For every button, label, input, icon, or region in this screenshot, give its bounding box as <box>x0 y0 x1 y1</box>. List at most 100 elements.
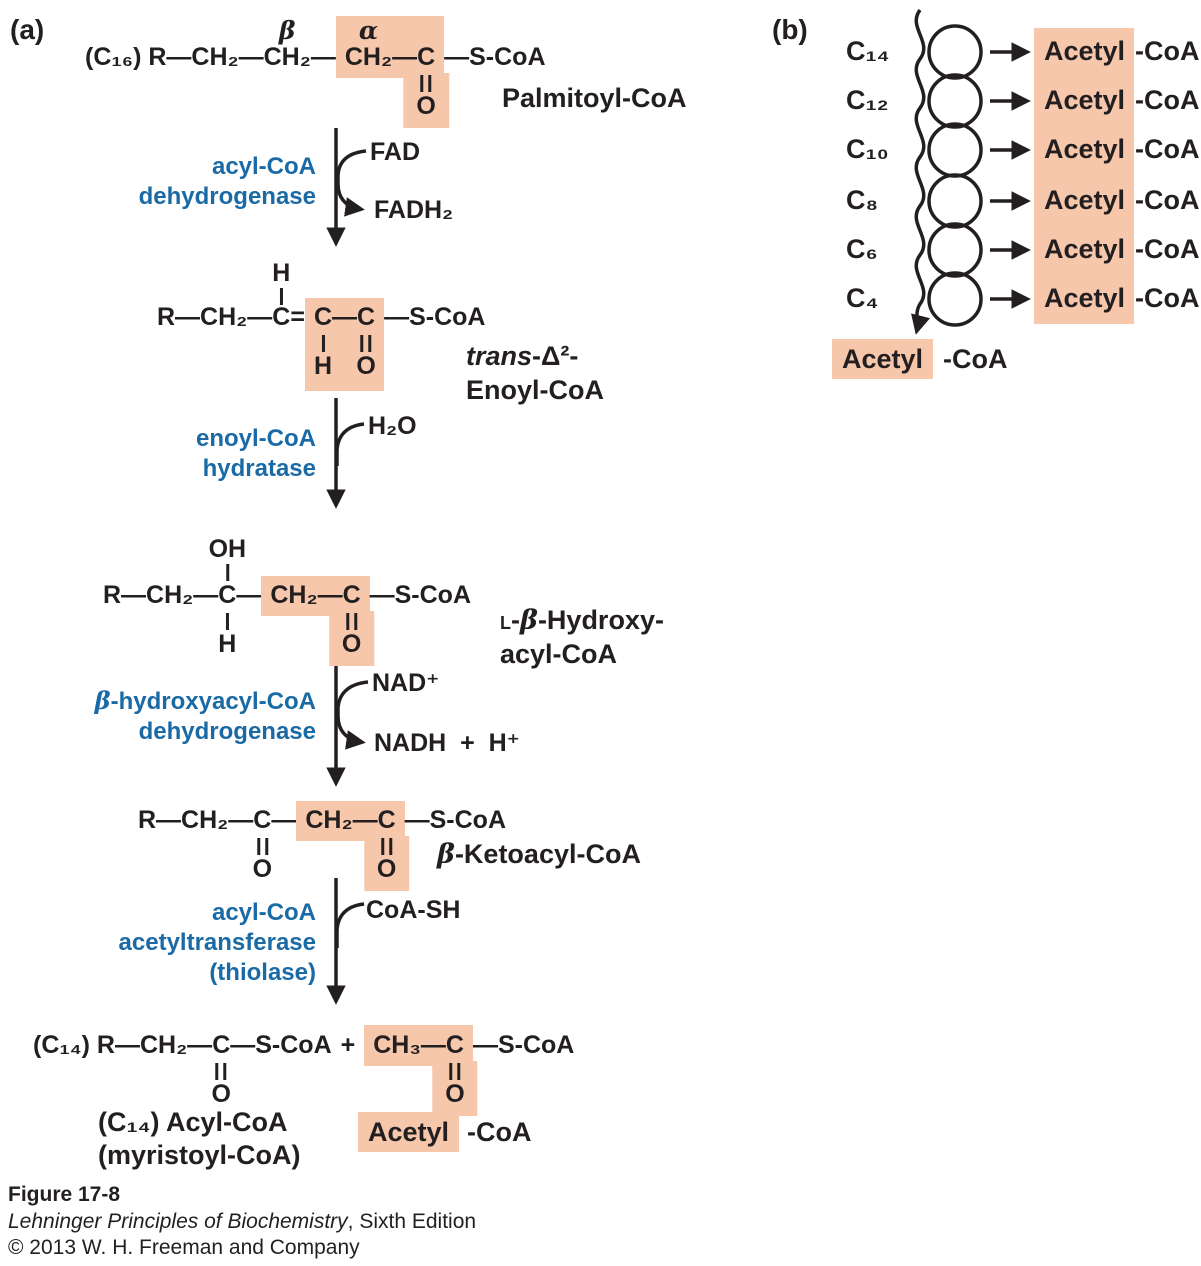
methyl-group: CH₃ <box>373 1031 421 1059</box>
cofactor-fadh2: FADH₂ <box>374 196 454 224</box>
chain-prefix: R—CH₂— <box>138 806 254 834</box>
carbon-count-c6: C₆ <box>846 234 878 264</box>
cofactor-coa-sh: CoA-SH <box>366 896 461 924</box>
acetyl-coa-row-1: Acetyl-CoA <box>1044 36 1200 66</box>
enzyme-thiolase: acyl-CoA acetyltransferase (thiolase) <box>40 898 316 988</box>
spiral-loop-3 <box>927 122 983 178</box>
oxygen-atom: O <box>211 1080 231 1108</box>
enzyme-acyl-coa-dehydrogenase: acyl-CoA dehydrogenase <box>40 152 316 212</box>
oxygen-atom: O <box>445 1080 465 1108</box>
thioester-suffix: —S-CoA <box>230 1031 332 1059</box>
double-bond <box>381 838 393 855</box>
book-title-line: Lehninger Principles of Biochemistry, Si… <box>8 1210 476 1234</box>
hydroxyacyl-coa-label-line1: L-β-Hydroxy- <box>500 605 664 636</box>
acetyl-coa-row-2: Acetyl-CoA <box>1044 85 1200 115</box>
carbon-count-c12: C₁₂ <box>846 85 889 115</box>
spiral-loop-2 <box>927 73 983 129</box>
hydroxyacyl-coa-label-line2: acyl-CoA <box>500 639 618 669</box>
enzyme-enoyl-coa-hydratase: enoyl-CoA hydratase <box>40 424 316 484</box>
palmitoyl-coa-label: Palmitoyl-CoA <box>502 83 687 113</box>
carbonyl-oxygen-group: O <box>432 1061 478 1116</box>
double-bond <box>360 335 372 352</box>
carbonyl-oxygen-group: O <box>211 1061 231 1108</box>
cofactor-fad: FAD <box>370 138 420 166</box>
double-bond <box>256 838 268 855</box>
bond-dash: — <box>310 43 336 71</box>
cofactor-nad: NAD⁺ <box>372 669 440 697</box>
enzyme-line: β-hydroxyacyl-CoA <box>94 686 316 715</box>
carbonyl-oxygen-group: O <box>328 611 375 666</box>
thioester-suffix: —S-CoA <box>384 303 486 331</box>
bond-dash: — <box>392 43 418 71</box>
acetyl-coa-product-label-b: Acetyl-CoA <box>832 339 1008 379</box>
oxygen-atom: O <box>341 630 362 658</box>
beta-symbol: β <box>520 605 538 636</box>
myristoyl-coa-label-line2: (myristoyl-CoA) <box>98 1140 301 1170</box>
carbonyl-oxygen-group: O <box>363 836 410 891</box>
hydrogen-above-group: H <box>272 261 290 307</box>
carbonyl-oxygen-group: O <box>403 73 449 128</box>
chain-prefix: R—CH₂— <box>157 303 273 331</box>
enoyl-coa-label-line2: Enoyl-CoA <box>466 375 604 405</box>
figure-number: Figure 17-8 <box>8 1183 121 1206</box>
chain-prefix: R—CH₂— <box>103 581 219 609</box>
thioester-suffix: —S-CoA <box>369 581 472 609</box>
delta2-text: -Δ²- <box>532 341 579 371</box>
enzyme-line: acetyltransferase <box>118 929 316 956</box>
cofactor-curve-fad <box>336 149 367 217</box>
carbon-count-c8: C₈ <box>846 185 879 215</box>
acetyl-coa-row-6: Acetyl-CoA <box>1044 283 1200 313</box>
double-bond-eq: = <box>290 303 305 331</box>
single-bond <box>225 564 229 581</box>
coa-suffix: -CoA <box>467 1117 532 1147</box>
carbon-count-c14: C₁₄ <box>846 36 890 66</box>
book-edition: , Sixth Edition <box>347 1210 477 1233</box>
double-bond <box>215 1063 227 1080</box>
alpha-ch2: CH₂ <box>270 581 318 609</box>
bond-dash: — <box>317 581 343 609</box>
spiral-loop-4 <box>927 173 983 229</box>
book-title-italic: Lehninger Principles of Biochemistry <box>8 1210 348 1233</box>
panel-a-label: (a) <box>10 14 45 45</box>
enzyme-hydroxyacyl-coa-dehydrogenase: β-hydroxyacyl-CoA dehydrogenase <box>40 686 316 747</box>
spiral-loop-1 <box>927 24 983 80</box>
enzyme-line: acyl-CoA <box>211 899 316 926</box>
alpha-ch2: CH₂ <box>344 43 393 71</box>
hydrogen-below-group: H <box>314 333 332 379</box>
l-stereo-label: L <box>500 613 511 633</box>
oxygen-atom: O <box>252 855 273 883</box>
acetyl-highlight-box: Acetyl <box>832 339 934 379</box>
oxygen-atom: O <box>356 352 376 380</box>
hydrogen-atom: H <box>313 352 333 380</box>
hydrogen-atom: H <box>272 259 291 287</box>
thioester-suffix: —S-CoA <box>404 806 507 834</box>
ketoacyl-coa-label: β-Ketoacyl-CoA <box>437 839 641 870</box>
bond-dash: — <box>236 581 262 609</box>
beta-position-label: β <box>278 16 296 45</box>
double-bond <box>449 1063 461 1080</box>
single-bond <box>279 288 283 305</box>
enoyl-coa-label-line1: trans-Δ²- <box>466 340 578 373</box>
bond-dash: — <box>271 806 297 834</box>
panel-b-label: (b) <box>772 14 808 45</box>
cofactor-curve-h2o <box>335 422 365 466</box>
single-bond <box>225 613 229 630</box>
thioester-suffix: —S-CoA <box>444 43 546 71</box>
enzyme-line: dehydrogenase <box>138 183 316 210</box>
spiral-thread <box>911 8 931 335</box>
spiral-loop-5 <box>927 222 983 278</box>
bond-dash: — <box>332 303 358 331</box>
